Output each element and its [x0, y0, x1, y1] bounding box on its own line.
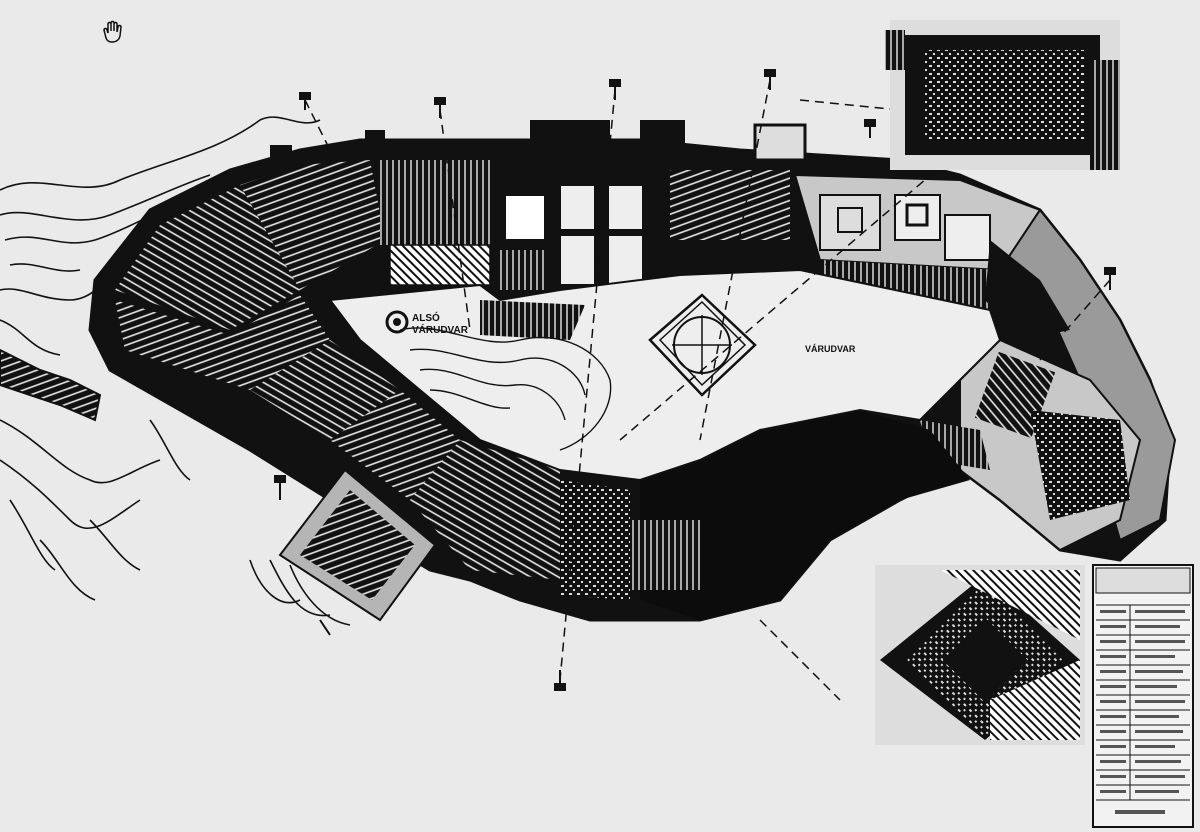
terrain-contours	[0, 116, 351, 626]
section-markers	[274, 69, 1116, 745]
title-block	[1092, 564, 1194, 828]
east-tower	[920, 338, 1142, 552]
west-outwork	[0, 348, 102, 422]
hand-cursor-icon	[103, 20, 122, 43]
label-lower-courtyard-line2: VÁRUDVAR	[412, 323, 469, 336]
south-dark-block	[630, 410, 970, 620]
inset-tower-drawing	[875, 565, 1085, 745]
label-lower-courtyard-line1: ALSÓ	[412, 311, 440, 324]
southwest-tower	[278, 468, 437, 622]
courtyard-area	[328, 268, 1002, 482]
label-castle-courtyard: VÁRUDVAR	[805, 344, 856, 354]
west-wing-blocks	[115, 160, 630, 600]
north-range	[270, 120, 807, 290]
inset-elevation-drawing	[885, 20, 1120, 170]
